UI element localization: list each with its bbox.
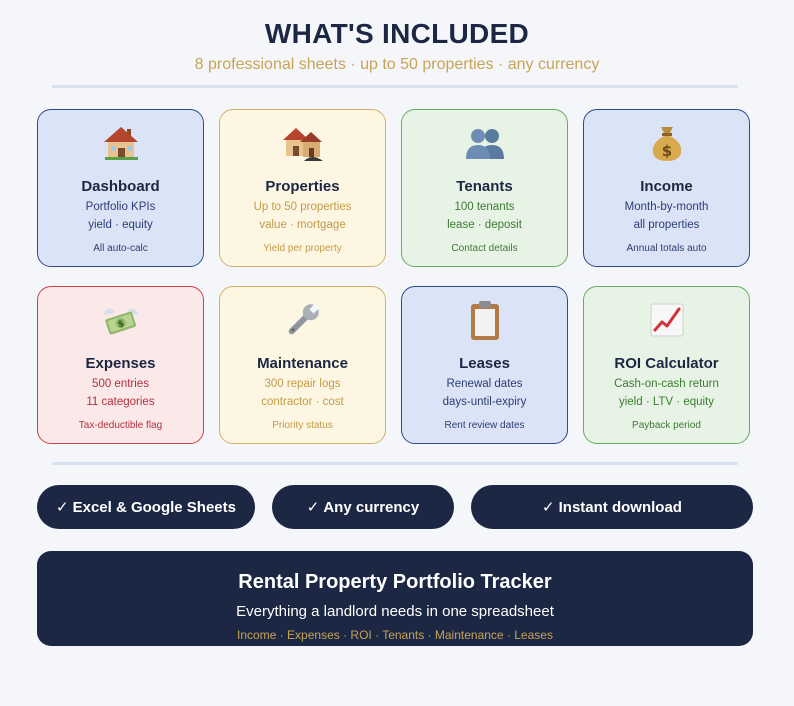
pill-label: Any currency: [323, 498, 420, 516]
check-icon: ✓: [542, 499, 555, 516]
card-name: ROI Calculator: [614, 355, 719, 372]
wrench-icon: [220, 299, 385, 341]
people-icon: [402, 122, 567, 164]
top-divider: [52, 85, 738, 88]
page-title: WHAT'S INCLUDED: [264, 18, 530, 49]
pill-label: Excel & Google Sheets: [72, 498, 236, 516]
card-line-2: contractor · cost: [261, 396, 344, 408]
check-icon: ✓: [306, 499, 320, 516]
chart-up-icon: [584, 299, 749, 341]
house-icon: [38, 122, 203, 164]
card-name: Dashboard: [81, 178, 160, 195]
card-expenses: $ Expenses 500 entries 11 categories Tax…: [37, 286, 204, 444]
money-wings-icon: $: [38, 299, 203, 341]
card-line-1: Month-by-month: [624, 201, 709, 213]
card-maintenance: Maintenance 300 repair logs contractor ·…: [219, 286, 386, 444]
card-footer: All auto-calc: [93, 243, 148, 254]
card-name: Expenses: [85, 355, 156, 372]
card-footer: Contact details: [451, 243, 518, 254]
card-line-2: lease · deposit: [447, 219, 522, 231]
card-footer: Rent review dates: [444, 420, 525, 431]
card-footer: Tax-deductible flag: [78, 420, 163, 431]
card-footer: Yield per property: [263, 243, 342, 254]
card-footer: Payback period: [632, 420, 701, 431]
feature-pill-download: ✓ Instant download: [471, 485, 753, 529]
card-footer: Annual totals auto: [626, 243, 707, 254]
card-line-1: Portfolio KPIs: [85, 201, 156, 213]
card-leases: Leases Renewal dates days-until-expiry R…: [401, 286, 568, 444]
card-line-2: 11 categories: [86, 396, 155, 408]
card-line-1: Renewal dates: [446, 378, 523, 390]
houses-icon: [220, 122, 385, 164]
card-line-1: 300 repair logs: [264, 378, 341, 390]
banner-subtitle: Everything a landlord needs in one sprea…: [236, 603, 554, 620]
feature-pill-excel: ✓ Excel & Google Sheets: [37, 485, 255, 529]
middle-divider: [52, 462, 738, 465]
svg-text:$: $: [116, 319, 125, 330]
card-name: Properties: [265, 178, 340, 195]
feature-pills: ✓ Excel & Google Sheets ✓ Any currency ✓…: [37, 485, 753, 529]
clipboard-icon: [402, 299, 567, 341]
banner-title: Rental Property Portfolio Tracker: [238, 571, 552, 593]
card-line-2: yield · equity: [88, 219, 153, 231]
svg-text:$: $: [661, 142, 671, 160]
card-line-1: Cash-on-cash return: [614, 378, 719, 390]
card-line-2: days-until-expiry: [442, 396, 527, 408]
card-line-2: value · mortgage: [259, 219, 346, 231]
card-income: $ Income Month-by-month all properties A…: [583, 109, 750, 267]
card-name: Tenants: [456, 178, 513, 195]
sheets-grid: Dashboard Portfolio KPIs yield · equity …: [37, 109, 753, 444]
card-tenants: Tenants 100 tenants lease · deposit Cont…: [401, 109, 568, 267]
card-name: Income: [640, 178, 693, 195]
page-subtitle: 8 professional sheets · up to 50 propert…: [194, 56, 600, 73]
card-properties: Properties Up to 50 properties value · m…: [219, 109, 386, 267]
card-line-1: Up to 50 properties: [253, 201, 352, 213]
card-line-1: 100 tenants: [454, 201, 515, 213]
feature-pill-currency: ✓ Any currency: [272, 485, 454, 529]
check-icon: ✓: [56, 499, 69, 516]
card-line-2: yield · LTV · equity: [618, 396, 714, 408]
card-line-2: all properties: [633, 219, 700, 231]
money-bag-icon: $: [584, 122, 749, 164]
card-roi-calculator: ROI Calculator Cash-on-cash return yield…: [583, 286, 750, 444]
card-name: Maintenance: [257, 355, 348, 372]
product-banner: Rental Property Portfolio Tracker Everyt…: [37, 551, 753, 646]
pill-label: Instant download: [558, 498, 682, 516]
card-dashboard: Dashboard Portfolio KPIs yield · equity …: [37, 109, 204, 267]
card-footer: Priority status: [272, 420, 333, 431]
card-name: Leases: [459, 355, 510, 372]
banner-keywords: Income · Expenses · ROI · Tenants · Main…: [237, 628, 553, 642]
card-line-1: 500 entries: [92, 378, 149, 390]
